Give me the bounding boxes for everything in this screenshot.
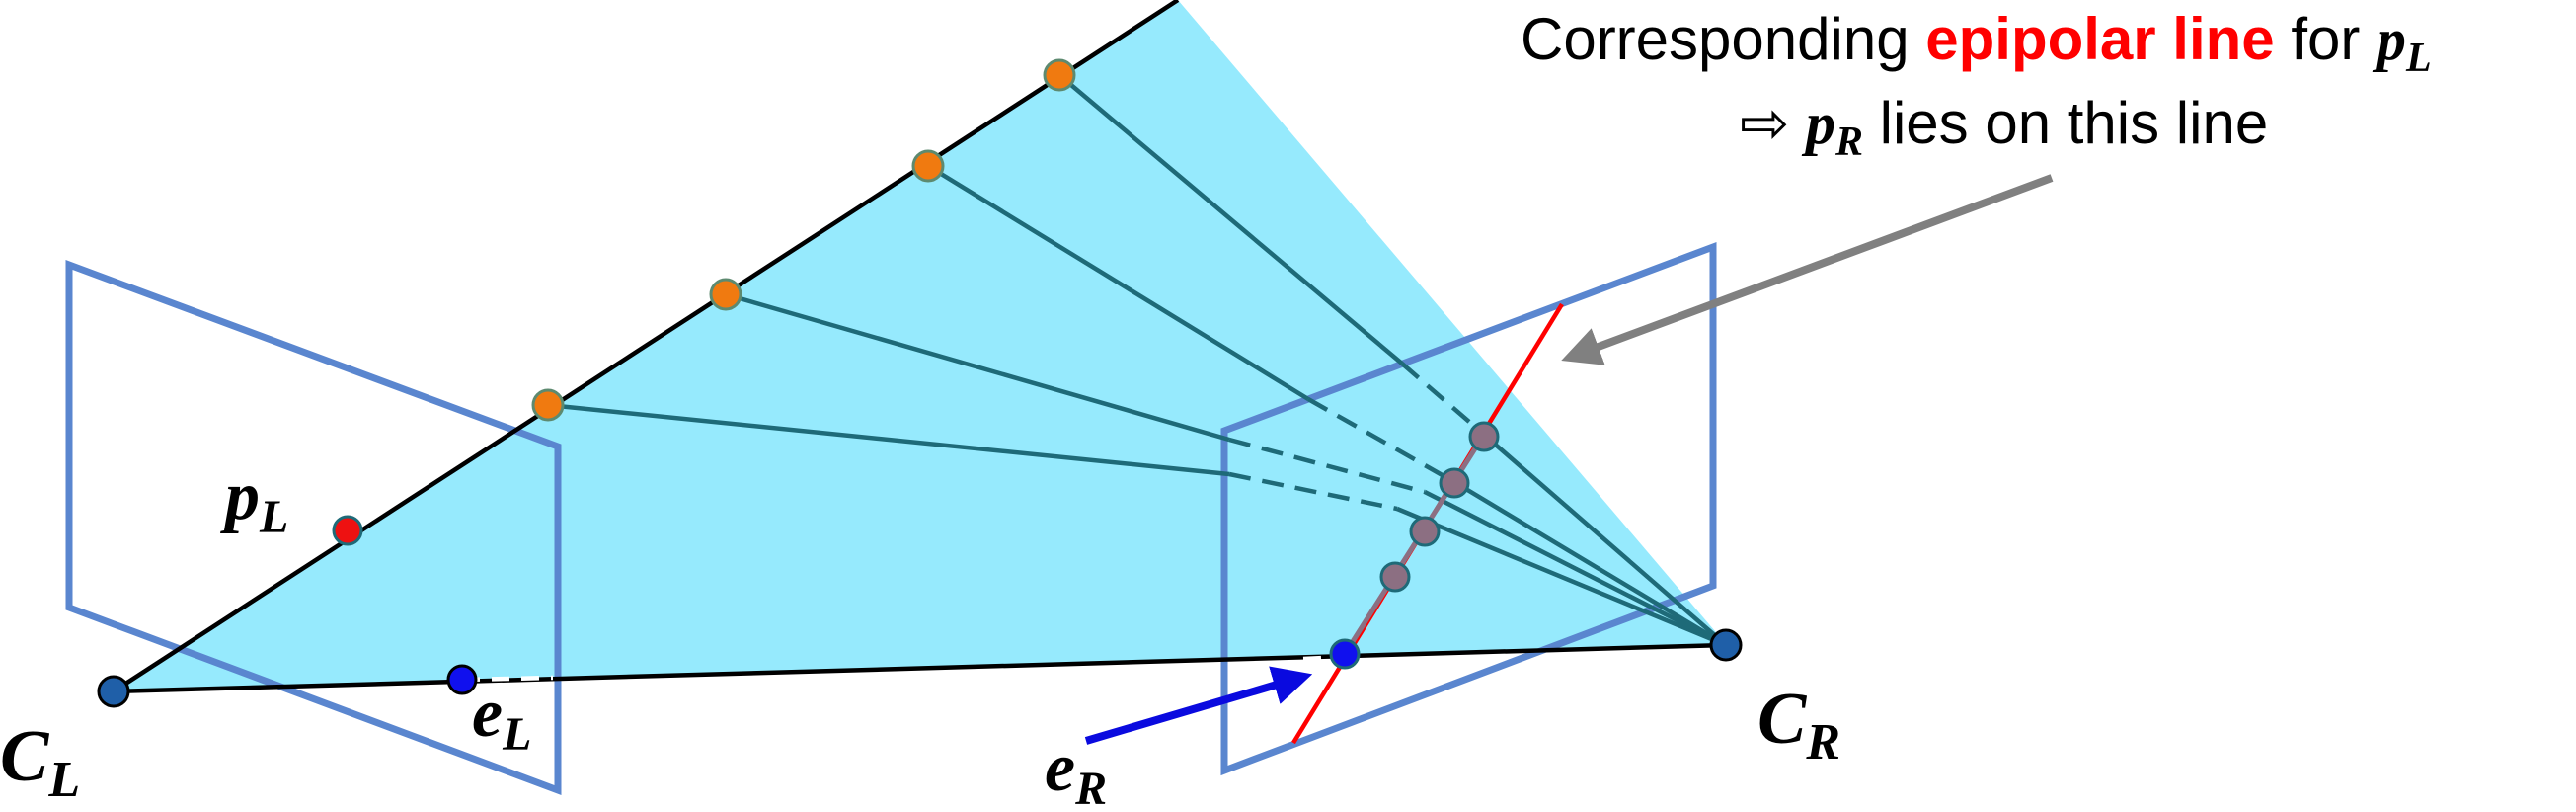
label-point-left: pL <box>220 458 288 543</box>
ray-through-pL <box>112 0 1180 693</box>
epipolar-line-pointer-arrow <box>1561 174 2054 365</box>
projection-rays <box>547 73 1728 648</box>
label-center-right: CR <box>1757 679 1840 771</box>
annotation-line-1: Corresponding epipolar line for pL <box>1521 6 2432 81</box>
epipole-right <box>1329 638 1361 670</box>
label-center-left: CL <box>0 716 80 808</box>
image-point-pL <box>332 515 363 546</box>
projected-points <box>1379 421 1500 593</box>
annotation-line-2: ⇨ pR lies on this line <box>1740 90 2268 165</box>
epipole-right-arrow <box>1084 666 1313 745</box>
left-image-plane <box>65 259 562 796</box>
camera-center-left <box>97 675 130 708</box>
right-image-plane <box>1220 241 1717 776</box>
label-epipole-right: eR <box>1045 730 1107 812</box>
scene-points <box>531 58 1076 422</box>
epipole-left <box>446 664 478 695</box>
camera-center-right <box>1709 628 1743 662</box>
label-epipole-left: eL <box>472 676 531 761</box>
epipolar-plane <box>114 0 1726 691</box>
baseline <box>113 642 1727 694</box>
